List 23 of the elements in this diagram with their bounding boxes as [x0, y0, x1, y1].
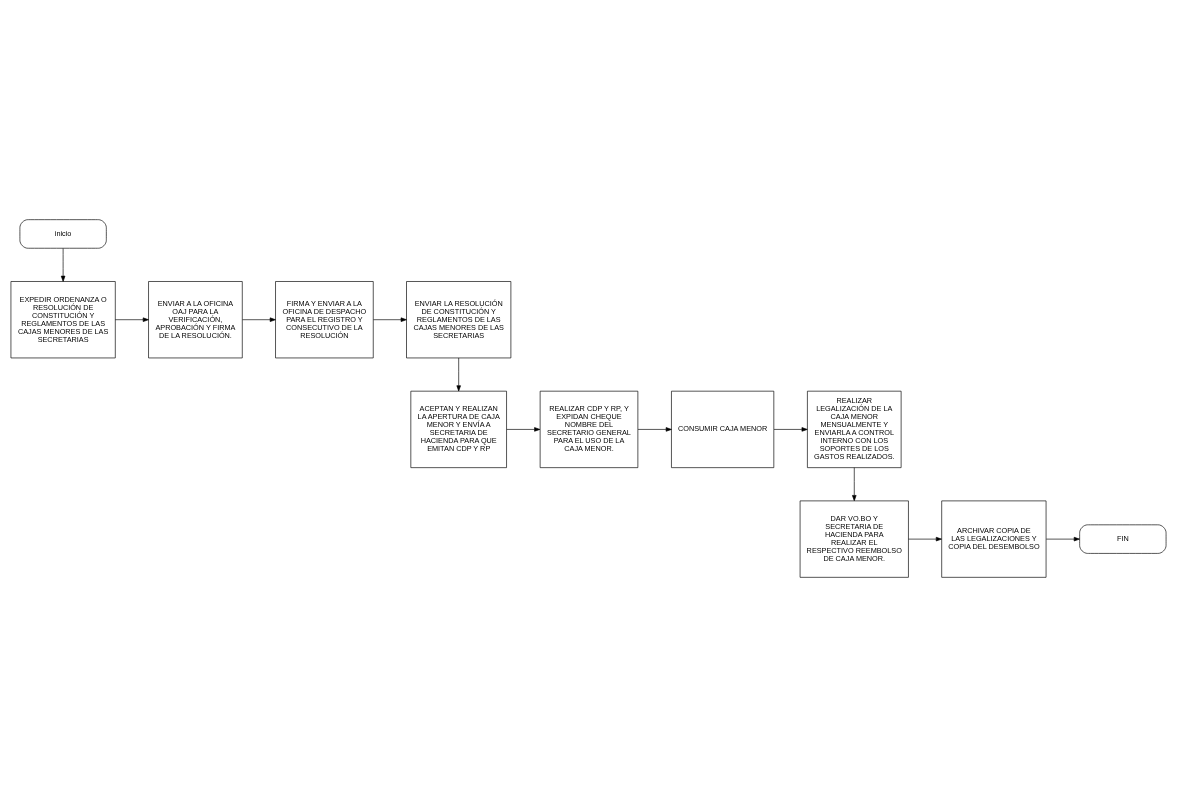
arrow — [60, 247, 66, 282]
node-box: ENVIAR A LA OFICINA OAJ PARA LA VERIFICACIÓN, APROBACIÓN Y FIRMA DE LA RESOLUCIÓN. — [148, 280, 243, 358]
node-box: EXPEDIR ORDENANZA O RESOLUCIÓN DE CONSTITUCIÓN Y REGLAMENTOS DE LAS CAJAS MENORES DE LAS SECRETARIAS — [10, 280, 116, 358]
arrow — [242, 317, 276, 322]
arrow — [908, 536, 942, 541]
node-box: DAR VO.BO Y SECRETARIA DE HACIENDA PARA REALIZAR EL RESPECTIVO REEMBOLSO DE CAJA MENOR. — [799, 500, 909, 578]
node-box: FIRMA Y ENVIAR A LA OFICINA DE DESPACHO PARA EL REGISTRO Y CONSECUTIVO DE LA RESOLUCIÓN — [275, 280, 374, 358]
node-box: FIN — [1079, 524, 1167, 554]
arrow — [773, 426, 808, 432]
arrow — [506, 426, 541, 432]
arrow — [852, 466, 857, 501]
node-box: inicio — [19, 218, 107, 249]
arrow — [115, 317, 149, 322]
node-box: ARCHIVAR COPIA DE LAS LEGALIZACIONES Y COPIA DEL DESEMBOLSO — [941, 500, 1047, 578]
arrow — [637, 426, 672, 432]
node-box: CONSUMIR CAJA MENOR — [671, 390, 775, 468]
arrow — [456, 357, 461, 391]
arrow — [373, 317, 407, 322]
node-box: REALIZAR LEGALIZACIÓN DE LA CAJA MENOR MENSUALMENTE Y ENVIARLA A CONTROL INTERNO CON LOS SOPORTES DE LOS GASTOS REALIZADOS. — [807, 390, 902, 468]
node-box: ENVIAR LA RESOLUCIÓN DE CONSTITUCIÓN Y REGLAMENTOS DE LAS CAJAS MENORES DE LAS SECRETARIAS — [406, 280, 512, 358]
node-box: ACEPTAN Y REALIZAN LA APERTURA DE CAJA MENOR Y ENVÍA A SECRETARIA DE HACIENDA PARA QUE EMITAN CDP Y RP — [410, 390, 507, 468]
arrow — [1045, 536, 1080, 541]
node-box: REALIZAR CDP Y RP, Y EXPIDAN CHEQUE NOMBRE DEL SECRETARIO GENERAL PARA EL USO DE LA CAJA MENOR. — [539, 390, 639, 468]
